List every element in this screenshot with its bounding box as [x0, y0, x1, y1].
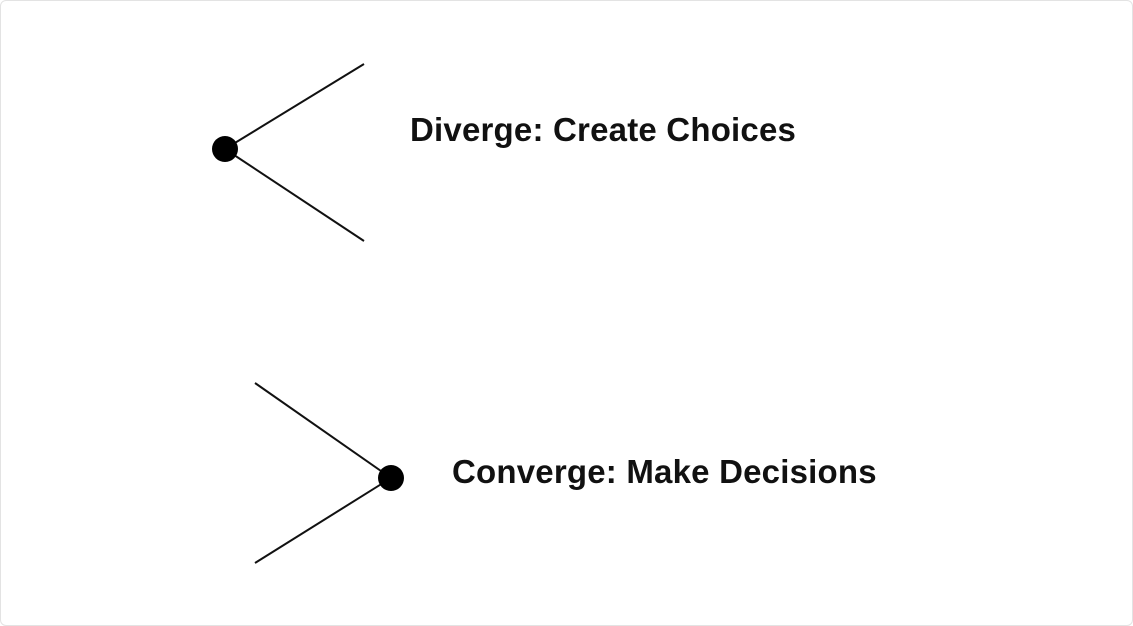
- diverge-shape: [212, 63, 365, 242]
- diverge-node: [212, 136, 238, 162]
- diverge-lower-branch: [224, 148, 365, 242]
- converge-label: Converge: Make Decisions: [452, 453, 877, 490]
- converge-shape: [254, 382, 404, 564]
- diverge-upper-branch: [224, 63, 365, 150]
- converge-lower-branch: [254, 477, 392, 564]
- converge-node: [378, 465, 404, 491]
- diverge-label: Diverge: Create Choices: [410, 111, 797, 148]
- converge-upper-branch: [254, 382, 392, 479]
